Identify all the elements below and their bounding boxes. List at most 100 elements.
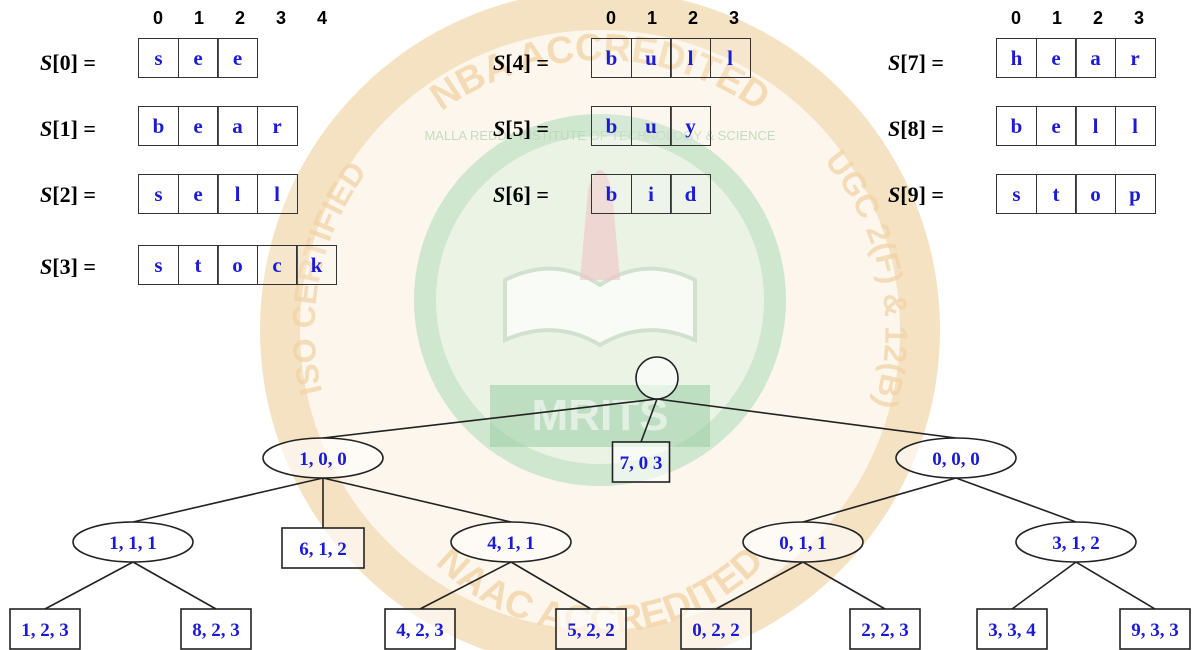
tree-node: 0, 2, 2 [680, 608, 752, 650]
array-var: S [40, 182, 53, 207]
tree-node: 5, 2, 2 [555, 608, 627, 650]
array-label-s4: S[4] = [493, 50, 549, 76]
tree-node: 8, 2, 3 [180, 608, 252, 650]
array-index: [5] = [505, 116, 549, 141]
watermark-torch-icon [580, 170, 620, 280]
tree-node: 4, 1, 1 [450, 521, 572, 563]
array-index: [3] = [52, 254, 96, 279]
array-index: [9] = [900, 182, 944, 207]
index-header-cell: 4 [316, 8, 327, 28]
tree-node: 2, 2, 3 [849, 608, 921, 650]
array-cell: s [996, 174, 1037, 214]
array-cell: k [296, 245, 337, 285]
tree-node-ellipse [895, 437, 1017, 479]
index-header-cell: 2 [234, 8, 245, 28]
array-cell: e [177, 106, 219, 146]
tree-node-box [611, 441, 671, 483]
tree-node-label: 4, 2, 3 [396, 620, 444, 641]
array-index: [6] = [505, 182, 549, 207]
tree-node-ellipse [450, 521, 572, 563]
tree-node-label: 1, 1, 1 [109, 533, 157, 554]
array-cell: e [1035, 38, 1077, 78]
index-header-cell: 0 [605, 8, 616, 28]
index-header-cell: 0 [1010, 8, 1021, 28]
tree-edge [322, 477, 512, 523]
tree-node: 9, 3, 3 [1119, 608, 1191, 650]
tree-node-box [1119, 608, 1191, 650]
tree-node-label: 1, 0, 0 [299, 449, 347, 470]
array-index: [0] = [52, 50, 96, 75]
array-index: [4] = [505, 50, 549, 75]
tree-node-box [9, 608, 81, 650]
tree-node-ellipse [1015, 521, 1137, 563]
array-var: S [493, 50, 506, 75]
array-var: S [40, 116, 53, 141]
tree-edge [1075, 561, 1156, 610]
tree-node-box [180, 608, 252, 650]
array-cell: a [217, 106, 258, 146]
array-cell: t [1035, 174, 1077, 214]
array-cell: c [256, 245, 298, 285]
tree-node: 3, 1, 2 [1015, 521, 1137, 563]
tree-edge [955, 477, 1077, 523]
tree-node-label: 8, 2, 3 [192, 620, 240, 641]
index-header-cell: 1 [193, 8, 204, 28]
array-var: S [888, 182, 901, 207]
array-cell: s [138, 174, 179, 214]
array-cell: b [591, 174, 632, 214]
array-index: [2] = [52, 182, 96, 207]
watermark-banner [490, 385, 710, 447]
tree-root-node [635, 356, 679, 400]
array-label-s3: S[3] = [40, 254, 96, 280]
array-cell: d [670, 174, 711, 214]
tree-edge [510, 561, 592, 610]
array-cell: e [217, 38, 258, 78]
array-cell: h [996, 38, 1037, 78]
tree-node: 6, 1, 2 [281, 527, 365, 569]
array-cell: e [1035, 106, 1077, 146]
index-header-cell: 3 [275, 8, 286, 28]
tree-node-label: 5, 2, 2 [567, 620, 615, 641]
array-index: [7] = [900, 50, 944, 75]
tree-edge [640, 398, 658, 443]
index-header-cell: 1 [646, 8, 657, 28]
tree-node: 0, 1, 1 [742, 521, 864, 563]
tree-node-box [555, 608, 627, 650]
array-cell: p [1114, 174, 1156, 214]
array-cell: e [177, 38, 219, 78]
array-label-s8: S[8] = [888, 116, 944, 142]
array-var: S [888, 50, 901, 75]
array-var: S [493, 116, 506, 141]
array-cell: l [670, 38, 711, 78]
tree-node: 0, 0, 0 [895, 437, 1017, 479]
tree-edge [132, 561, 217, 610]
tree-node-label: 2, 2, 3 [861, 620, 909, 641]
tree-node: 1, 0, 0 [262, 437, 384, 479]
tree-node-label: 9, 3, 3 [1131, 620, 1179, 641]
tree-node-label: 6, 1, 2 [299, 539, 347, 560]
array-cell: r [1114, 38, 1156, 78]
index-header-cell: 2 [1092, 8, 1103, 28]
array-index: [8] = [900, 116, 944, 141]
tree-node-box [281, 527, 365, 569]
index-header-cell: 0 [152, 8, 163, 28]
array-cell: b [591, 106, 632, 146]
array-cell: l [217, 174, 258, 214]
array-label-s9: S[9] = [888, 182, 944, 208]
tree-edge [44, 561, 134, 610]
tree-node-label: 3, 3, 4 [988, 620, 1036, 641]
array-cell: l [256, 174, 298, 214]
array-cell: a [1075, 38, 1116, 78]
array-cell: s [138, 245, 179, 285]
tree-node: 4, 2, 3 [384, 608, 456, 650]
tree-edge [802, 561, 886, 610]
